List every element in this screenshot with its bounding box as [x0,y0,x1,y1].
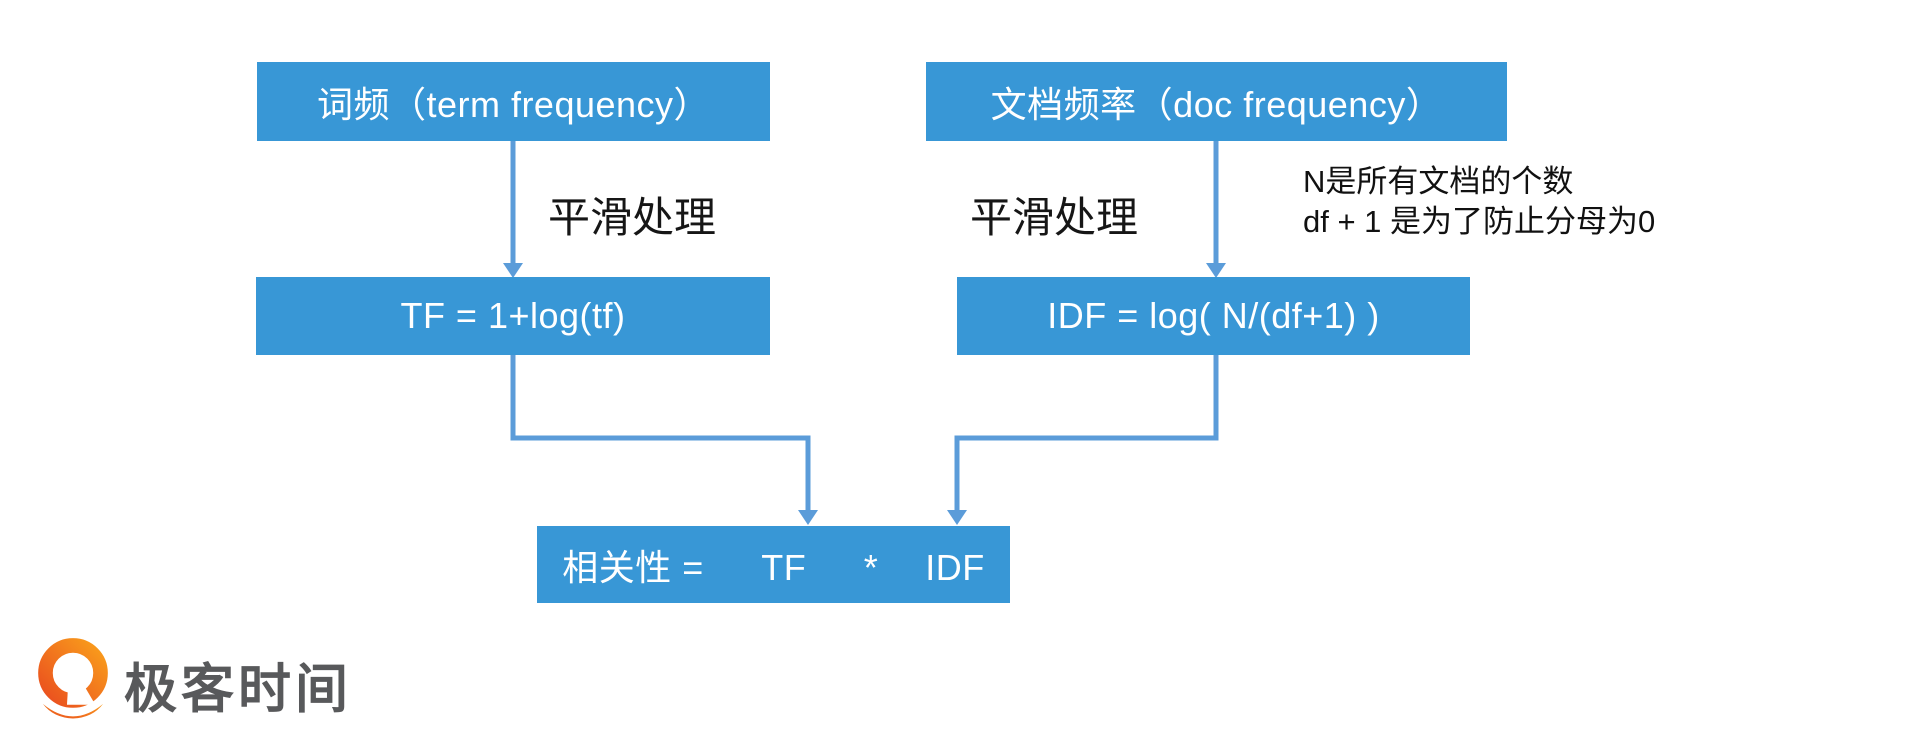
arrowhead-doc-to-idf [1206,263,1226,278]
annotation-note: N是所有文档的个数 df + 1 是为了防止分母为0 [1303,162,1655,242]
annotation-note-line2: df + 1 是为了防止分母为0 [1303,204,1656,239]
box-relevance-result: 相关性 = TF * IDF [537,526,1010,603]
connector-idf-to-result [954,355,1219,511]
arrowhead-tf-to-result [798,510,818,525]
box-doc-frequency: 文档频率（doc frequency） [926,62,1507,141]
box-tf-formula: TF = 1+log(tf) [256,277,770,355]
annotation-note-line1: N是所有文档的个数 [1303,164,1574,199]
box-term-frequency: 词频（term frequency） [257,62,770,141]
label-smoothing-left: 平滑处理 [548,194,717,241]
geektime-logo: 极客时间 [30,632,352,732]
arrowhead-term-to-tf [503,263,523,278]
geektime-logo-text: 极客时间 [124,660,352,719]
box-idf-formula: IDF = log( N/(df+1) ) [957,277,1470,355]
geektime-logo-icon [38,638,108,719]
arrowhead-idf-to-result [947,510,967,525]
label-smoothing-right: 平滑处理 [970,194,1139,241]
connector-tf-to-result [510,355,811,511]
